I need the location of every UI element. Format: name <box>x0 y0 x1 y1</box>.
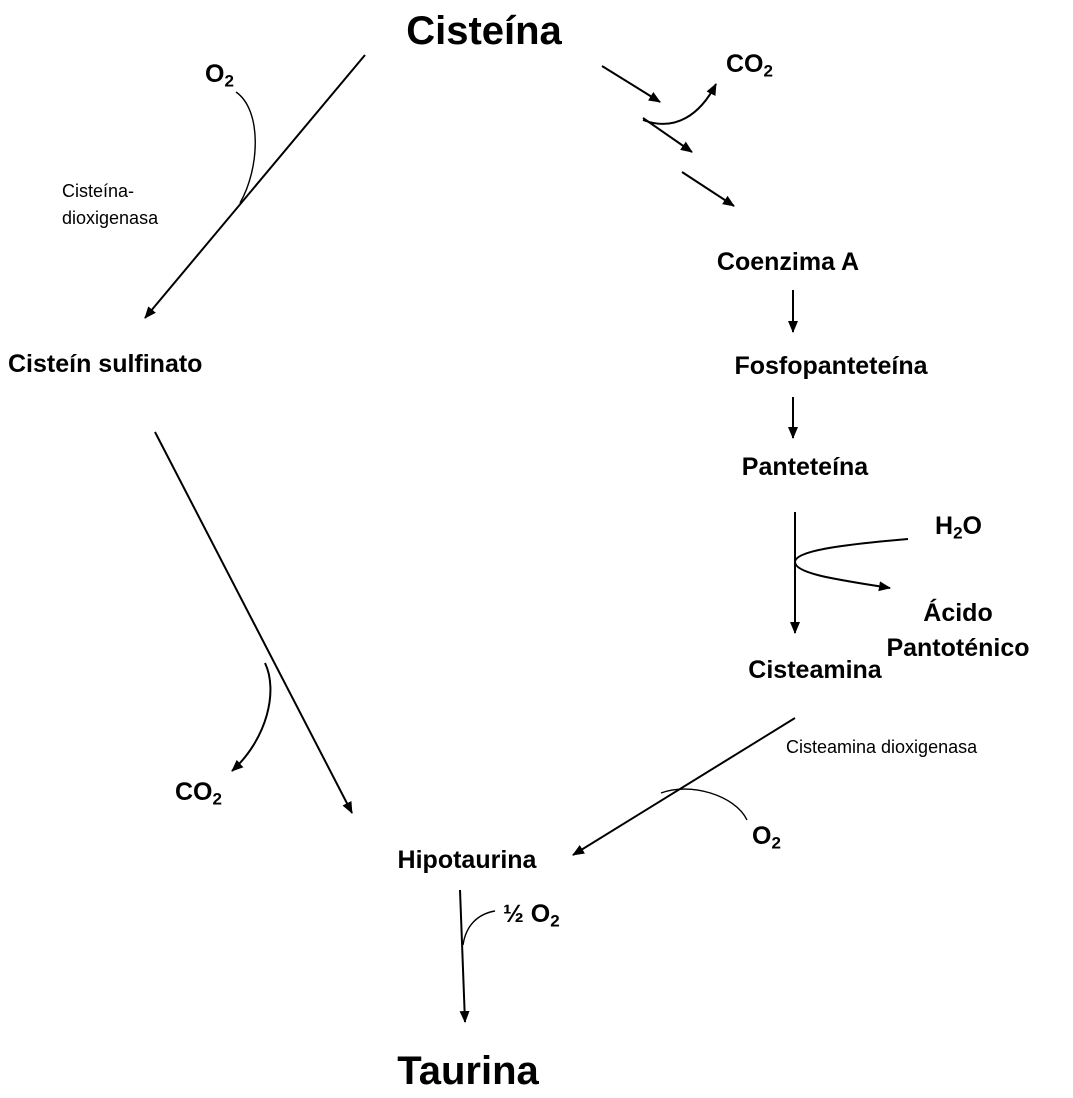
curve-o2-left <box>235 91 256 204</box>
curve-co2-top <box>642 83 717 125</box>
node-cisteamina: Cisteamina <box>748 656 882 684</box>
curve-half-o2 <box>462 910 496 946</box>
o2-left-sub: 2 <box>224 71 234 91</box>
o2-left-main: O <box>205 60 225 88</box>
h2o-tail: O <box>962 512 982 540</box>
co2-left-sub: 2 <box>212 789 222 809</box>
node-taurina: Taurina <box>397 1049 539 1093</box>
molecule-o2-left: O2 <box>205 60 234 89</box>
arrow-cisteina-step1 <box>601 65 661 103</box>
co2-left-main: CO <box>175 778 213 806</box>
node-fosfopanteteina: Fosfopanteteína <box>734 352 928 380</box>
node-coenzima-a: Coenzima A <box>716 248 860 276</box>
arrow-cisteamina-to-hipotaurina <box>572 717 796 856</box>
enzyme-cisteamina-dioxigenasa: Cisteamina dioxigenasa <box>786 737 978 757</box>
node-hipotaurina: Hipotaurina <box>397 846 537 874</box>
half-o2-main: ½ O <box>503 900 551 928</box>
enzyme-cisteina-line2: dioxigenasa <box>62 208 159 228</box>
molecule-o2-right: O2 <box>752 822 781 851</box>
acido-line2: Pantoténico <box>886 634 1030 662</box>
o2-right-sub: 2 <box>771 833 781 853</box>
molecule-co2-top: CO2 <box>726 50 773 79</box>
enzyme-cisteina-dioxigenasa: Cisteína- dioxigenasa <box>62 178 158 232</box>
co2-top-main: CO <box>726 50 764 78</box>
arrow-cisteina-step3 <box>681 171 735 207</box>
node-cisteina: Cisteína <box>406 9 562 53</box>
enzyme-cisteina-line1: Cisteína- <box>62 181 135 201</box>
co2-top-sub: 2 <box>763 61 773 81</box>
arrow-hipotaurina-to-taurina <box>459 889 470 1023</box>
arrow-cisteina-step2 <box>642 117 693 153</box>
o2-right-main: O <box>752 822 772 850</box>
curve-h2o-acido <box>793 538 909 592</box>
acido-line1: Ácido <box>923 599 993 627</box>
node-cistein-sulfinato: Cisteín sulfinato <box>8 350 203 378</box>
curve-o2-right <box>660 788 748 821</box>
node-panteteina: Panteteína <box>741 453 869 481</box>
molecule-half-o2: ½ O2 <box>503 900 560 929</box>
h2o-sub: 2 <box>953 523 963 543</box>
half-o2-sub: 2 <box>550 911 560 931</box>
molecule-h2o: H2O <box>935 512 982 541</box>
arrow-sulfinato-to-hipotaurina <box>154 431 353 814</box>
molecule-co2-left: CO2 <box>175 778 222 807</box>
node-acido-pantotenico: Ácido Pantoténico <box>886 596 1029 666</box>
h2o-main: H <box>935 512 954 540</box>
arrow-cisteina-to-sulfinato <box>144 54 366 319</box>
curve-co2-left <box>231 662 272 772</box>
